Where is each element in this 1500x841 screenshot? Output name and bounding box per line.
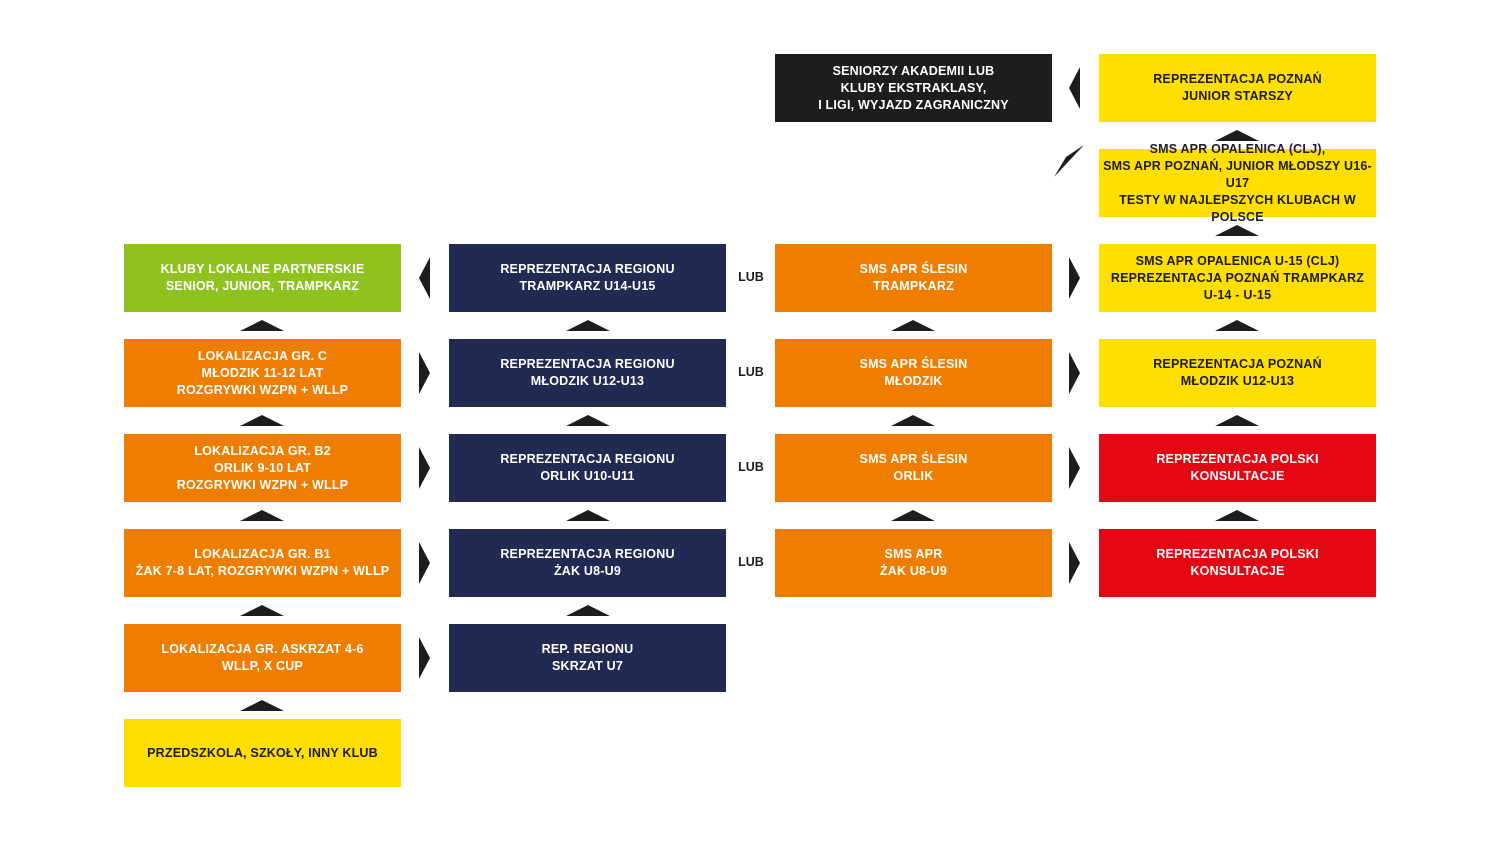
box-kluby-lokalne-partnerskie: KLUBY LOKALNE PARTNERSKIE SENIOR, JUNIOR…	[124, 244, 401, 312]
box-sms-slesin-mlodzik: SMS APR ŚLESIN MŁODZIK	[775, 339, 1052, 407]
arrow-right-icon	[1069, 352, 1080, 394]
box-sms-slesin-trampkarz: SMS APR ŚLESIN TRAMPKARZ	[775, 244, 1052, 312]
lub-label: LUB	[738, 460, 764, 474]
box-przedszkola-szkoly: PRZEDSZKOLA, SZKOŁY, INNY KLUB	[124, 719, 401, 787]
box-sms-apr-zak: SMS APR ŻAK U8-U9	[775, 529, 1052, 597]
arrow-up-icon	[566, 605, 610, 616]
arrow-up-icon	[566, 510, 610, 521]
box-sms-apr-opalenica-u15: SMS APR OPALENICA U-15 (CLJ) REPREZENTAC…	[1099, 244, 1376, 312]
arrow-up-icon	[1215, 130, 1259, 141]
box-reprezentacja-regionu-mlodzik: REPREZENTACJA REGIONU MŁODZIK U12-U13	[449, 339, 726, 407]
box-reprezentacja-polski-1: REPREZENTACJA POLSKI KONSULTACJE	[1099, 434, 1376, 502]
arrow-up-icon	[240, 320, 284, 331]
box-reprezentacja-polski-2: REPREZENTACJA POLSKI KONSULTACJE	[1099, 529, 1376, 597]
arrow-right-icon	[1069, 447, 1080, 489]
box-lokalizacja-gr-c: LOKALIZACJA GR. C MŁODZIK 11-12 LAT ROZG…	[124, 339, 401, 407]
arrow-up-icon	[240, 700, 284, 711]
arrow-right-icon	[419, 352, 430, 394]
box-lokalizacja-gr-b1: LOKALIZACJA GR. B1 ŻAK 7-8 LAT, ROZGRYWK…	[124, 529, 401, 597]
box-sms-apr-opalenica-clj: SMS APR OPALENICA (CLJ), SMS APR POZNAŃ,…	[1099, 142, 1376, 224]
arrow-up-icon	[891, 415, 935, 426]
box-reprezentacja-poznan-mlodzik: REPREZENTACJA POZNAŃ MŁODZIK U12-U13	[1099, 339, 1376, 407]
box-lokalizacja-gr-b2: LOKALIZACJA GR. B2 ORLIK 9-10 LAT ROZGRY…	[124, 434, 401, 502]
box-lokalizacja-gr-a: LOKALIZACJA GR. ASKRZAT 4-6 WLLP, X CUP	[124, 624, 401, 692]
box-reprezentacja-regionu-zak: REPREZENTACJA REGIONU ŻAK U8-U9	[449, 529, 726, 597]
lub-label: LUB	[738, 270, 764, 284]
arrow-up-icon	[566, 415, 610, 426]
arrow-right-icon	[419, 447, 430, 489]
box-reprezentacja-poznan-junior-starszy: REPREZENTACJA POZNAŃ JUNIOR STARSZY	[1099, 54, 1376, 122]
arrow-left-icon	[1069, 67, 1080, 109]
box-seniorzy-akademii: SENIORZY AKADEMII LUB KLUBY EKSTRAKLASY,…	[775, 54, 1052, 122]
box-rep-regionu-skrzat: REP. REGIONU SKRZAT U7	[449, 624, 726, 692]
arrow-left-icon	[419, 257, 430, 299]
arrow-right-icon	[1069, 257, 1080, 299]
arrow-up-icon	[1215, 225, 1259, 236]
box-reprezentacja-regionu-orlik: REPREZENTACJA REGIONU ORLIK U10-U11	[449, 434, 726, 502]
arrow-up-icon	[1215, 320, 1259, 331]
arrow-up-icon	[891, 510, 935, 521]
arrow-up-icon	[891, 320, 935, 331]
arrow-up-icon	[240, 415, 284, 426]
arrow-up-icon	[240, 605, 284, 616]
arrow-right-icon	[1069, 542, 1080, 584]
arrow-up-icon	[1215, 510, 1259, 521]
arrow-up-icon	[566, 320, 610, 331]
lub-label: LUB	[738, 555, 764, 569]
box-sms-slesin-orlik: SMS APR ŚLESIN ORLIK	[775, 434, 1052, 502]
arrow-up-icon	[1215, 415, 1259, 426]
box-reprezentacja-regionu-trampkarz: REPREZENTACJA REGIONU TRAMPKARZ U14-U15	[449, 244, 726, 312]
arrow-up-icon	[240, 510, 284, 521]
arrow-right-icon	[419, 542, 430, 584]
arrow-right-icon	[419, 637, 430, 679]
lub-label: LUB	[738, 365, 764, 379]
arrow-diagonal-icon	[1054, 145, 1084, 177]
